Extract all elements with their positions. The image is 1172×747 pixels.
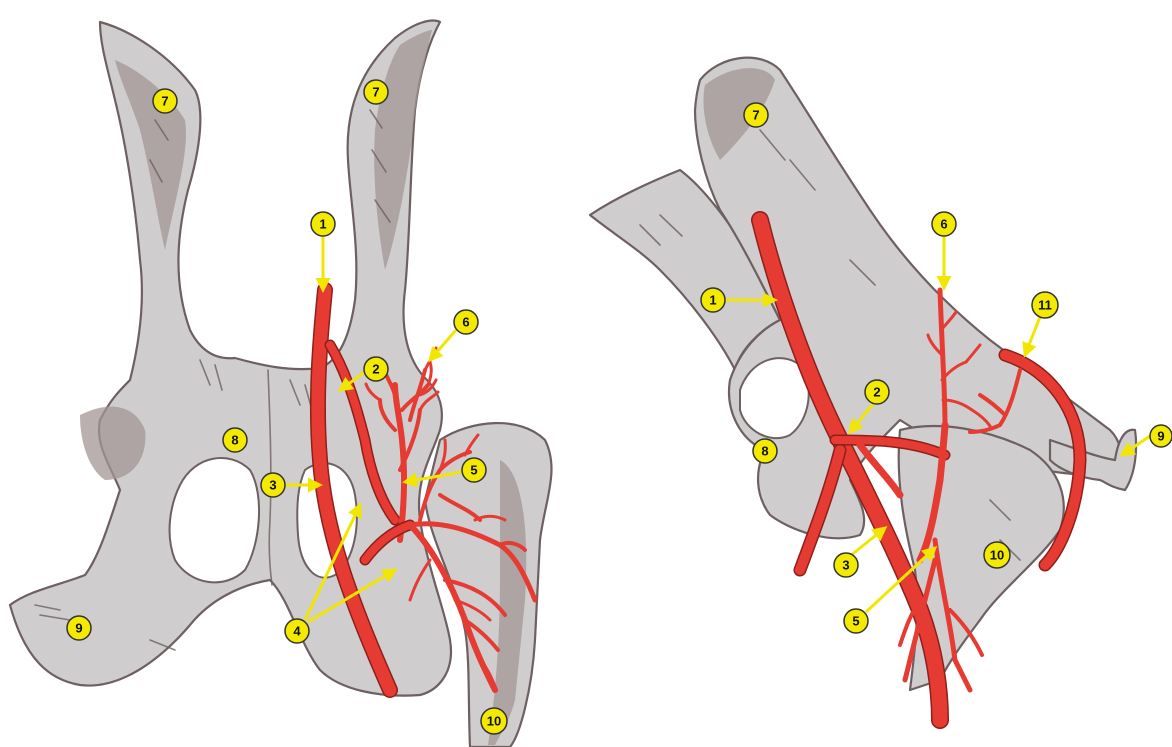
svg-text:6: 6	[940, 217, 947, 232]
badge-left-7a: 7	[153, 89, 177, 113]
badge-left-8: 8	[223, 428, 247, 452]
right-panel	[590, 58, 1136, 690]
badge-right-6: 6	[932, 212, 956, 236]
svg-text:6: 6	[462, 315, 469, 330]
svg-text:9: 9	[1157, 429, 1164, 444]
svg-text:7: 7	[372, 85, 379, 100]
badge-right-10: 10	[984, 542, 1010, 568]
badge-left-6: 6	[454, 310, 478, 334]
svg-text:3: 3	[842, 558, 849, 573]
badge-left-2: 2	[364, 357, 388, 381]
badge-left-3: 3	[261, 473, 285, 497]
svg-text:8: 8	[231, 433, 238, 448]
obturator-foramen-lateral	[740, 358, 809, 438]
svg-text:1: 1	[319, 217, 326, 232]
badge-left-7b: 7	[364, 80, 388, 104]
badge-right-9: 9	[1150, 425, 1172, 447]
svg-text:5: 5	[470, 463, 477, 478]
svg-text:11: 11	[1038, 298, 1052, 313]
svg-text:7: 7	[161, 94, 168, 109]
badge-right-1: 1	[701, 288, 725, 312]
svg-text:9: 9	[75, 621, 82, 636]
svg-text:10: 10	[487, 714, 501, 729]
badge-right-8: 8	[753, 439, 777, 463]
badge-right-11: 11	[1032, 292, 1058, 318]
badge-right-5: 5	[844, 609, 868, 633]
svg-text:2: 2	[873, 385, 880, 400]
svg-text:3: 3	[269, 478, 276, 493]
badge-left-10: 10	[481, 708, 507, 734]
svg-text:5: 5	[852, 614, 859, 629]
svg-text:1: 1	[709, 293, 716, 308]
svg-text:2: 2	[372, 362, 379, 377]
badge-right-2: 2	[865, 380, 889, 404]
femur-left-view	[425, 423, 551, 747]
badge-left-1: 1	[311, 212, 335, 236]
svg-text:10: 10	[990, 548, 1004, 563]
badge-left-4: 4	[285, 619, 309, 643]
badge-right-7: 7	[744, 103, 768, 127]
badge-left-5: 5	[462, 458, 486, 482]
svg-text:4: 4	[293, 624, 301, 639]
badge-right-3: 3	[834, 553, 858, 577]
svg-text:7: 7	[752, 108, 759, 123]
badge-left-9: 9	[67, 616, 91, 640]
svg-text:8: 8	[761, 444, 768, 459]
